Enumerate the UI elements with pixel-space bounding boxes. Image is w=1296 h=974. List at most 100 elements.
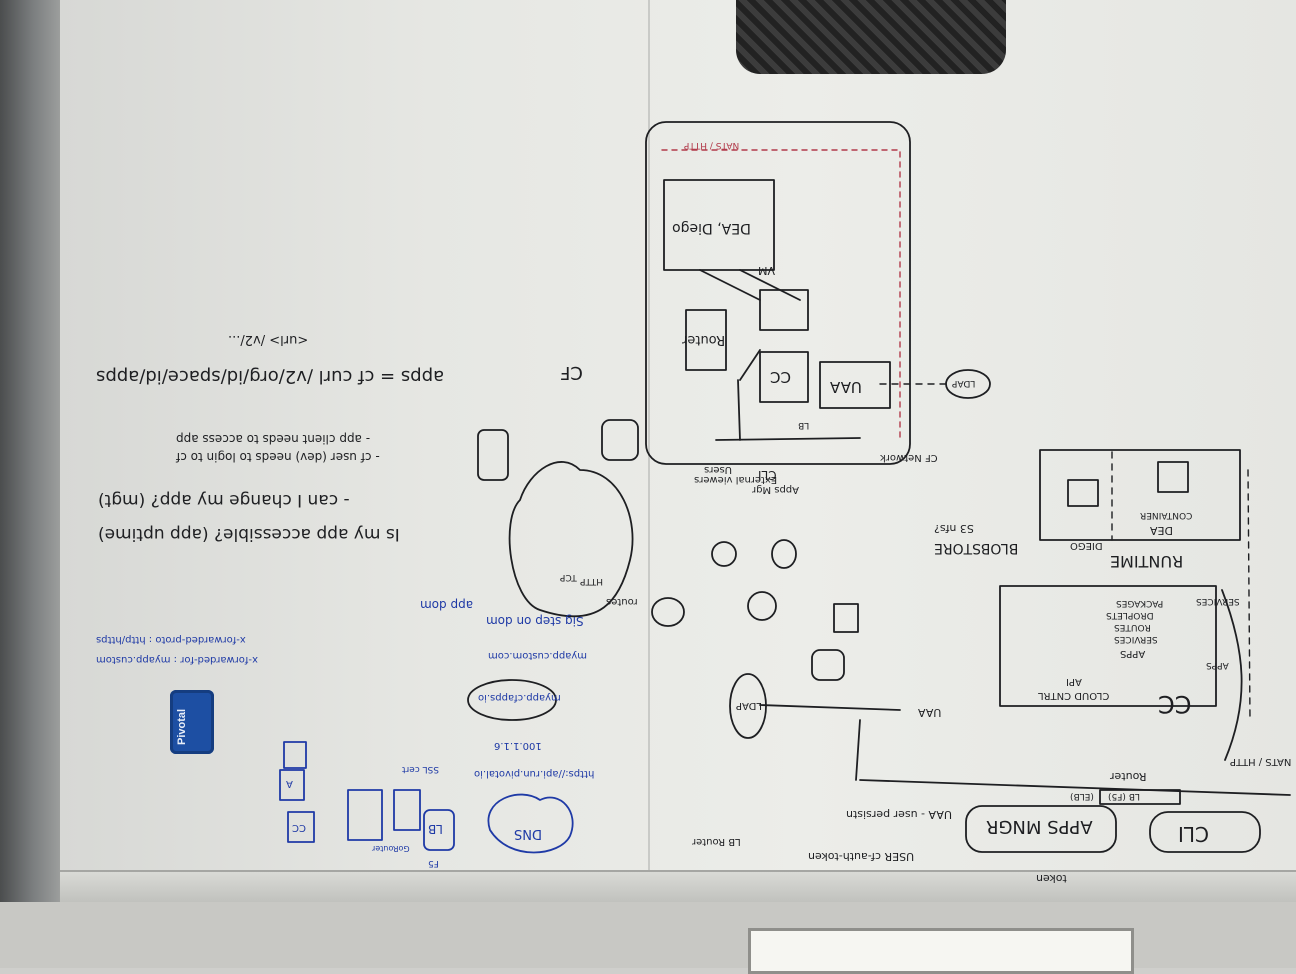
cf-network-box [645,121,911,465]
cfapps-ellipse [467,679,557,721]
dea-app-box [1157,461,1189,493]
cc-label-blue: CC [292,822,306,833]
apps-mngr-box [965,805,1117,853]
services-label: SERVICES [1114,634,1158,644]
lb-bar [715,437,861,441]
dea-diego-label: DEA, Diego [672,220,751,236]
board-panel-seam [648,0,650,880]
cli-label: CLI [1178,822,1210,846]
marker-tray [60,870,1296,904]
dea-diego-box [663,179,775,271]
token-label: token [1036,872,1067,885]
lb-router-label: LB Router [692,836,741,847]
note-cf-user-login: - cf user (dev) needs to login to cf [176,450,380,464]
cc-api-box [999,585,1217,707]
apps-mngr-label: APPS MNGR [986,816,1093,837]
tcp-label: TCP [560,572,577,582]
s3-nfs-label: S3 nfs? [934,522,974,535]
external-viewers-label: External viewers [694,474,778,485]
apps-mgr-label-middle: Apps Mgr [752,484,800,495]
uaa-node [651,597,685,627]
apps-cmd-label: apps = cf curl /v2/org/id/space/id/apps [96,366,445,387]
router-line [859,779,1291,796]
url-line-label: <url> /v2/... [228,332,309,347]
question-accessible: Is my app accessible? (app uptime) [98,524,400,544]
uaa-label-right: UAA [918,706,942,719]
ip-box [811,649,845,681]
x-forwarded-proto-label: x-forwarded-proto : http/https [96,634,246,645]
myapp-cfapps-label: myapp.cfapps.io [478,692,561,703]
uaa-dashed-link [759,704,901,711]
nats-dashed-border [661,149,901,441]
nats-http-red-label: NATS / HTTP [684,140,740,150]
http-label: HTTP [580,576,604,586]
ldap-label-middle: LDAP [952,378,976,388]
cc-box-middle [759,351,809,403]
cloud-ctrl-label: CLOUD CNTRL [1038,690,1110,701]
container-label: CONTAINER [1140,510,1193,520]
app-dom-label: app dom [420,598,474,612]
cloud-node [771,539,797,569]
api-label: API [1066,676,1082,687]
droplets-label: DROPLETS [1106,610,1154,620]
runtime-dashed-edge [1247,469,1251,721]
x-forwarded-for-label: x-forwarded-for : myapp.custom [96,654,258,665]
note-app-client: - app client needs to access app [176,432,371,446]
whiteboard-frame-left [0,0,60,968]
router-label: Router [1110,770,1147,783]
cli-box [1149,811,1261,853]
dea-label: DEA [1150,524,1173,537]
uaa-small-box [759,289,809,331]
diego-label: DIEGO [1070,540,1103,551]
uaa-user-persist-label: UAA - user persistn [846,808,952,821]
router-box [685,309,727,371]
uaa-box-middle [819,361,891,409]
cc-label-middle: CC [770,368,791,386]
diego-grid-box [1067,479,1099,507]
users-label: Users [704,464,733,475]
lb-box [1099,789,1181,805]
whiteboard-surface [60,0,1296,880]
user-auth-token-label: USER cf-auth-token [808,850,915,863]
vm-arrows [699,269,801,441]
cc-label: CC [1158,690,1192,718]
ldap-cylinder-right [729,673,767,739]
cf-label: CF [560,362,583,383]
gorouter-box-1 [393,789,421,831]
cc-box-blue [287,811,315,843]
vm-label: VM [758,264,776,277]
routes-cloud [508,461,634,618]
runtime-label: RUNTIME [1110,552,1184,571]
routes-label-left: routes [606,596,638,607]
dns-cloud [487,793,574,854]
question-change-app: - can I change my app? (mgt) [98,490,350,510]
blobstore-label: BLOBSTORE [934,540,1019,556]
services-arrow-label: SERVICES [1196,596,1240,606]
dns-label: DNS [514,826,542,841]
apps-arrow-label: APPS [1206,660,1229,670]
cc-box-left [601,419,639,461]
router-label-middle: Router [682,332,726,347]
gorouter-label: GoRouter [372,844,410,853]
runtime-bracket [855,449,1241,781]
apps-services-arrow [1221,589,1243,761]
lb-label-middle: LB [798,420,810,430]
gorouter-box-2 [347,789,383,841]
deploy-box [477,429,509,481]
uaa-node-2 [711,541,737,567]
nats-http-label: NATS / HTTP [1230,756,1292,767]
cc-node [747,591,777,621]
f5-label: F5 [428,858,439,868]
dea-box-small [833,603,859,633]
ssl-cert-label: SSL cert [402,764,440,774]
ip-address-label: 100.1.1.6 [494,740,542,751]
ldap-label-right: LDAP [736,700,762,711]
uaa-label-middle: UAA [830,378,862,396]
routes-label: ROUTES [1114,622,1151,632]
elb-label: (ELB) [1070,791,1094,801]
a-box-blue-2 [283,741,307,769]
lb-f5-label: LB (F5) [1108,791,1140,801]
cf-network-label: CF Network [880,452,938,463]
whiteboard-eraser [170,690,214,754]
